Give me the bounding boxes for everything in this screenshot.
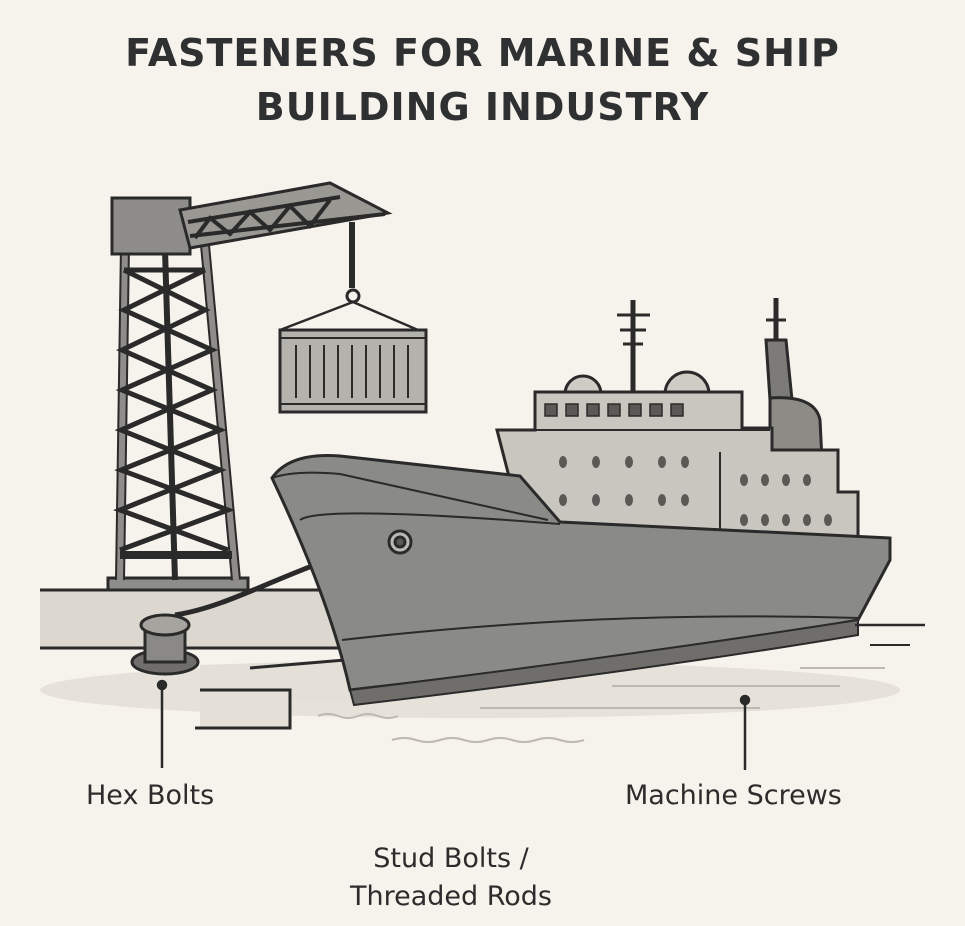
portholes <box>559 456 832 526</box>
water <box>317 623 925 743</box>
crane <box>106 181 426 592</box>
bridge-windows <box>544 403 684 417</box>
shipping-container <box>278 328 428 414</box>
diagram-title: FASTENERS FOR MARINE & SHIP BUILDING IND… <box>0 26 965 134</box>
callout-machine-screws: Machine Screws <box>625 780 842 811</box>
crane-base <box>106 576 250 592</box>
callout-stud-bolts: Stud Bolts / Threaded Rods <box>335 840 567 916</box>
title-line-2: BUILDING INDUSTRY <box>255 85 710 129</box>
callout-leaders <box>156 679 751 770</box>
callout-stud-bolts-line-2: Threaded Rods <box>349 881 552 912</box>
crane-cab <box>110 196 192 256</box>
title-line-1: FASTENERS FOR MARINE & SHIP <box>125 31 840 75</box>
callout-hex-bolts: Hex Bolts <box>86 780 215 811</box>
callout-stud-bolts-line-1: Stud Bolts / <box>373 843 529 874</box>
quay <box>40 588 355 730</box>
ship <box>270 298 892 707</box>
